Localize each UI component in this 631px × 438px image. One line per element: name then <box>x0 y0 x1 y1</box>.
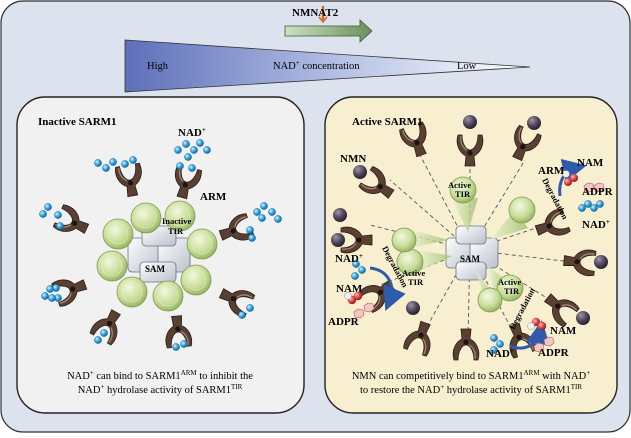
active-arm-label: ARM <box>538 165 565 177</box>
inactive-sam-label: SAM <box>145 264 166 274</box>
gradient-high-label: High <box>147 61 169 72</box>
nad-gradient-wedge <box>124 39 531 93</box>
active-complex <box>331 115 608 361</box>
gradient-low-label: Low <box>457 61 477 72</box>
active-tir-left-2: TIR <box>408 277 424 287</box>
nam-label-left: NAM <box>336 283 363 295</box>
inactive-tir-label-1: Inactive <box>162 216 192 226</box>
nam-label-top: NAM <box>577 157 604 169</box>
active-tir-bottom-1: Active <box>498 277 521 287</box>
nad-label-bottom: NAD+ <box>486 347 514 360</box>
inactive-caption-line2: NAD+ hydrolase activity of SARM1TIR <box>78 383 243 396</box>
inactive-arm-label: ARM <box>200 191 227 203</box>
inactive-caption-line1: NAD+ can bind to SARM1ARM to inhibit the <box>67 369 253 382</box>
adpr-label-left: ADPR <box>328 316 360 328</box>
nad-concentration-label: NAD+ concentration <box>273 59 360 72</box>
nad-label-left: NAD+ <box>335 252 363 265</box>
nmnat2-arrow <box>284 6 373 43</box>
inactive-tir-label-2: TIR <box>168 226 184 236</box>
nad-label-top: NAD+ <box>582 218 610 231</box>
inactive-complex <box>39 139 282 351</box>
inactive-nad-label: NAD+ <box>178 126 206 139</box>
active-sam-core <box>445 225 499 281</box>
active-tir-bottom-2: TIR <box>504 286 520 296</box>
active-caption-line1: NMN can competitively bind to SARM1ARM w… <box>352 369 590 382</box>
active-nmn-label: NMN <box>340 153 366 165</box>
inactive-title: Inactive SARM1 <box>38 116 117 128</box>
active-tir-top-2: TIR <box>455 189 471 199</box>
active-title: Active SARM1 <box>352 116 423 128</box>
adpr-label-bottom: ADPR <box>538 347 570 359</box>
nam-label-bottom: NAM <box>550 325 577 337</box>
active-tir-left-1: Active <box>402 268 425 278</box>
nmnat2-label: NMNAT2 <box>292 7 339 19</box>
active-tir-top-1: Active <box>448 180 471 190</box>
active-caption-line2: to restore the NAD+ hydrolase activity o… <box>360 383 582 396</box>
adpr-label-top: ADPR <box>582 186 614 198</box>
active-sam-label: SAM <box>460 254 481 264</box>
